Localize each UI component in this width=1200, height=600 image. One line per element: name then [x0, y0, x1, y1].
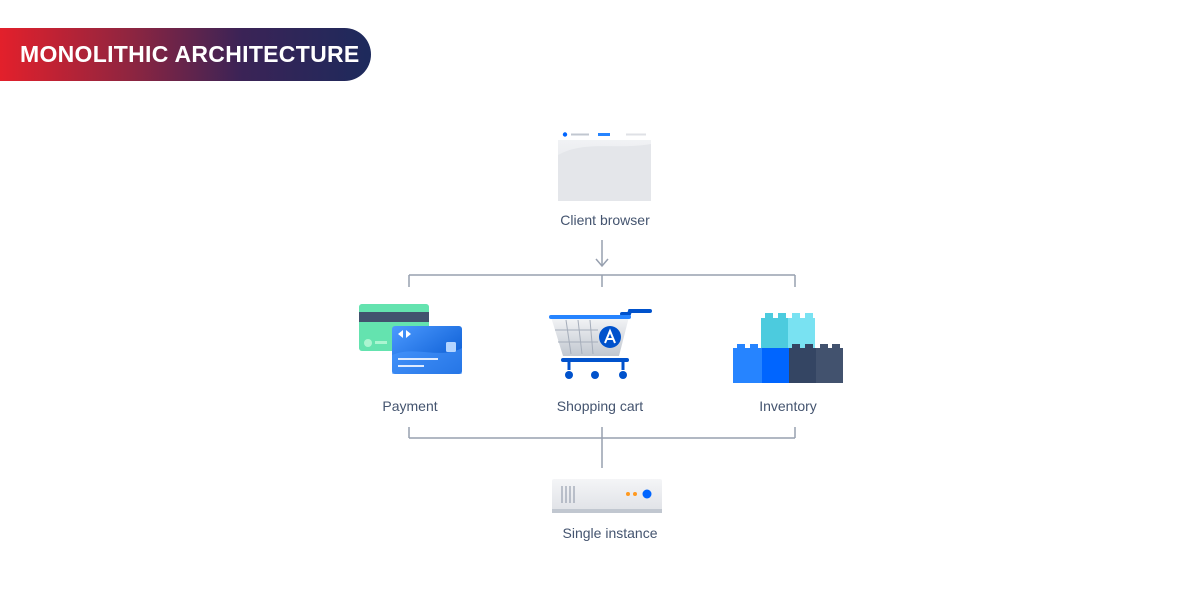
node-label-payment: Payment — [382, 398, 438, 414]
server-icon — [552, 479, 662, 513]
node-label-client-browser: Client browser — [560, 212, 650, 228]
connector-services-to-instance — [408, 427, 796, 468]
node-label-shopping-cart: Shopping cart — [556, 398, 644, 414]
credit-cards-icon — [359, 304, 462, 374]
browser-window-icon — [558, 130, 651, 201]
node-label-single-instance: Single instance — [562, 525, 658, 541]
building-blocks-icon — [733, 313, 843, 383]
shopping-cart-icon — [549, 309, 652, 379]
connector-browser-to-services — [408, 240, 796, 287]
title-banner: MONOLITHIC ARCHITECTURE — [0, 28, 371, 81]
node-label-inventory: Inventory — [759, 398, 817, 414]
page-title: MONOLITHIC ARCHITECTURE — [20, 41, 360, 67]
